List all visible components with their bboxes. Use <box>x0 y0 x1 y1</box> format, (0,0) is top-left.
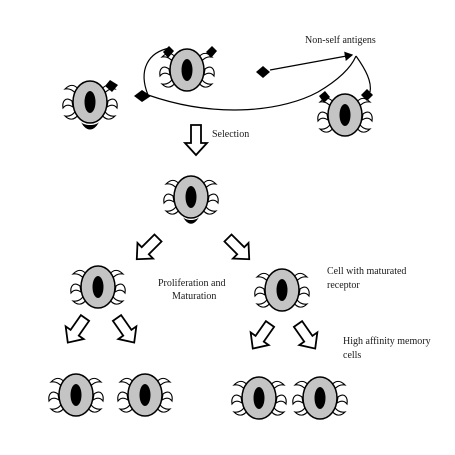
cell-top-left <box>62 80 118 130</box>
non-self-antigen-arrow <box>256 51 354 78</box>
arrow-left-2 <box>107 310 145 350</box>
cell-selected <box>163 175 219 224</box>
label-memory-cells-2: cells <box>343 350 361 361</box>
arrow-left-1 <box>57 310 95 350</box>
arrow-to-right-branch <box>219 229 258 268</box>
label-memory-cells-1: High affinity memory <box>343 336 431 347</box>
cell-bottom-2 <box>117 373 173 417</box>
label-matured-receptor-1: Cell with maturated <box>327 266 406 277</box>
label-selection: Selection <box>212 129 249 140</box>
memory-cell-2 <box>292 376 348 420</box>
cell-matured-receptor <box>254 268 310 312</box>
arrow-to-left-branch <box>128 229 167 268</box>
label-non-self-antigens: Non-self antigens <box>305 35 376 46</box>
label-maturation: Maturation <box>172 291 216 302</box>
cell-bottom-1 <box>48 373 104 417</box>
arrow-selection <box>184 124 208 156</box>
arrow-right-1 <box>242 316 280 356</box>
label-matured-receptor-2: receptor <box>327 280 360 291</box>
memory-cell-1 <box>231 376 287 420</box>
antigen-marker-left <box>134 90 151 102</box>
label-proliferation: Proliferation and <box>158 278 225 289</box>
cell-top-right <box>317 89 373 137</box>
label-proliferation-line1: Proliferation and <box>158 278 225 289</box>
arrow-right-2 <box>288 316 326 356</box>
antigen-path <box>143 47 371 111</box>
cell-top-middle <box>159 46 217 92</box>
cell-proliferating <box>70 265 126 309</box>
